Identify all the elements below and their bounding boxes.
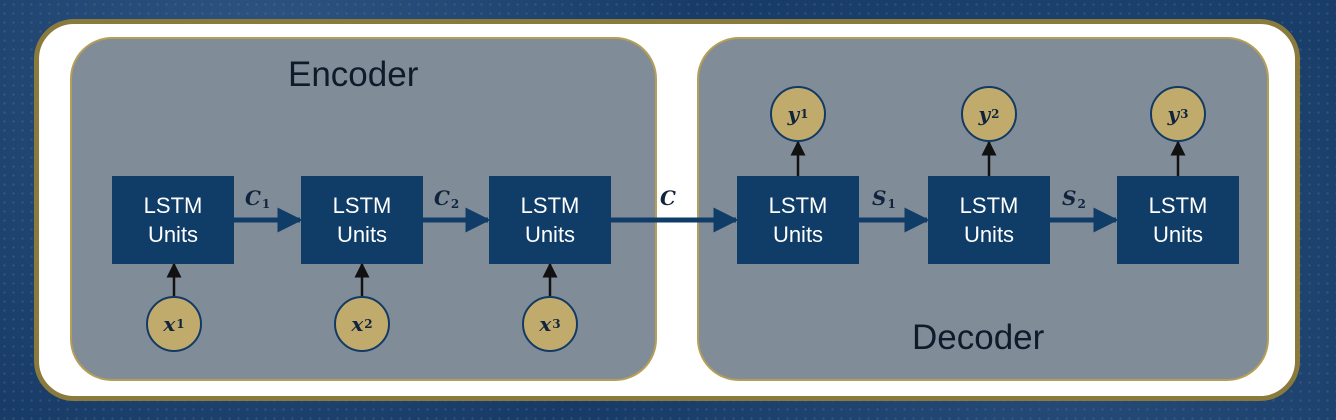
lstm-label-line1: LSTM — [143, 193, 203, 218]
lstm-label-line1: LSTM — [959, 193, 1019, 218]
lstm-label-line2: Units — [772, 222, 824, 247]
encoder-lstm-unit-1: LSTM Units — [112, 176, 234, 264]
decoder-lstm-unit-2: LSTM Units — [928, 176, 1050, 264]
encoder-title: Encoder — [288, 55, 419, 94]
encoder-lstm-unit-2: LSTM Units — [301, 176, 423, 264]
state-label-c2: C2 — [434, 186, 460, 211]
lstm-label-line1: LSTM — [332, 193, 392, 218]
lstm-label-line2: Units — [147, 222, 199, 247]
lstm-label-line2: Units — [1152, 222, 1204, 247]
lstm-label-line2: Units — [524, 222, 576, 247]
state-label-c1: C1 — [245, 186, 271, 211]
lstm-label-line1: LSTM — [768, 193, 828, 218]
state-label-s2: S2 — [1062, 186, 1086, 211]
state-label-s1: S1 — [872, 186, 896, 211]
decoder-lstm-unit-3: LSTM Units — [1117, 176, 1239, 264]
lstm-label-line1: LSTM — [1148, 193, 1208, 218]
decoder-title: Decoder — [912, 318, 1045, 357]
encoder-lstm-unit-3: LSTM Units — [489, 176, 611, 264]
lstm-label-line2: Units — [963, 222, 1015, 247]
lstm-label-line1: LSTM — [520, 193, 580, 218]
context-label-c: C — [660, 186, 676, 210]
decoder-lstm-unit-1: LSTM Units — [737, 176, 859, 264]
lstm-label-line2: Units — [336, 222, 388, 247]
